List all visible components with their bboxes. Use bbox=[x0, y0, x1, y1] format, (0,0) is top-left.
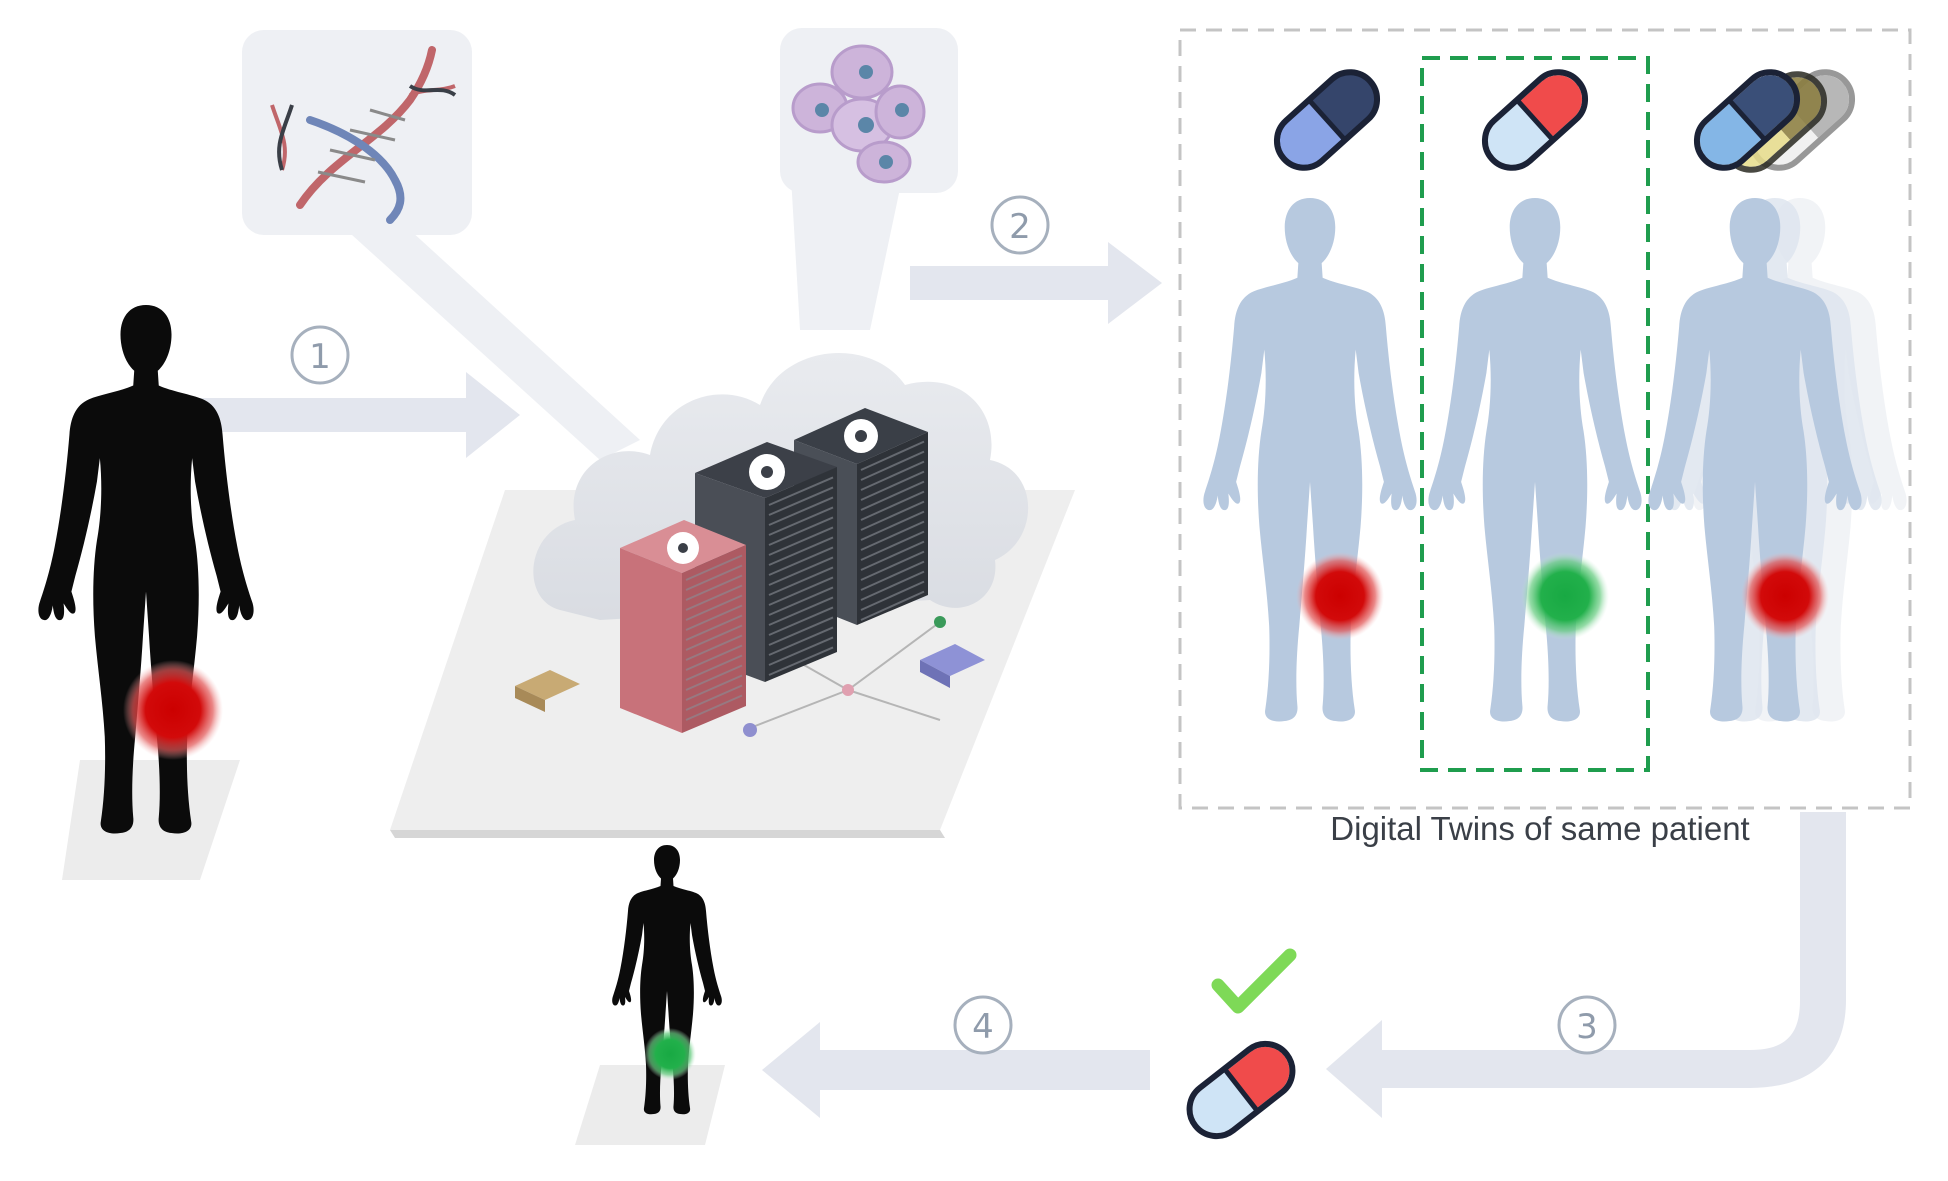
disease-marker bbox=[123, 660, 223, 760]
disease-marker bbox=[1296, 552, 1384, 640]
server-rack-line bbox=[768, 536, 834, 566]
server-rack-line bbox=[768, 576, 834, 606]
server-rack-line bbox=[685, 644, 743, 671]
twins-frame bbox=[1178, 28, 1912, 810]
server-rack-line bbox=[860, 550, 925, 581]
step-2-label: 2 bbox=[1009, 207, 1031, 247]
cells-callout-beam bbox=[790, 160, 905, 330]
server-rack-line bbox=[768, 526, 834, 556]
selected-treatment bbox=[1179, 948, 1304, 1147]
chip-icon bbox=[515, 670, 580, 700]
server-rack-line bbox=[685, 684, 743, 711]
server-rack-line bbox=[768, 636, 834, 666]
server-rack-line bbox=[860, 540, 925, 571]
server-rack-line bbox=[860, 490, 925, 521]
digital-twins-panel: Digital Twins of same patient bbox=[1178, 28, 1912, 847]
server-rack-line bbox=[860, 520, 925, 551]
server-rack-line bbox=[685, 604, 743, 631]
server-rack-line bbox=[768, 486, 834, 516]
step-1-marker: 1 bbox=[290, 325, 350, 385]
step-3-label: 3 bbox=[1576, 1007, 1598, 1047]
server-rack-line bbox=[685, 624, 743, 651]
server-rack-line bbox=[685, 654, 743, 681]
server-rack-line bbox=[860, 450, 925, 481]
server-rack-line bbox=[768, 546, 834, 576]
pill-icon bbox=[1474, 61, 1596, 179]
healthy-marker bbox=[644, 1028, 696, 1080]
server-rack-line bbox=[860, 570, 925, 601]
arrow-4 bbox=[762, 1022, 1150, 1118]
arrow-2 bbox=[910, 242, 1162, 324]
server-rack-line bbox=[685, 694, 743, 721]
server-rack-line bbox=[860, 480, 925, 511]
server-rack-line bbox=[768, 496, 834, 526]
server-rack-line bbox=[768, 516, 834, 546]
server-rack-line bbox=[685, 594, 743, 621]
step-2-marker: 2 bbox=[990, 195, 1050, 255]
patient-platform bbox=[62, 760, 240, 880]
arrow-3 bbox=[1326, 812, 1846, 1118]
server-tower-icon bbox=[620, 520, 746, 733]
step-1-label: 1 bbox=[309, 337, 331, 377]
server-rack-line bbox=[685, 674, 743, 701]
server-rack-line bbox=[768, 616, 834, 646]
chip-icon bbox=[920, 644, 985, 676]
server-rack-line bbox=[860, 590, 925, 621]
server-rack-line bbox=[860, 530, 925, 561]
server-rack-line bbox=[860, 460, 925, 491]
patient-after bbox=[575, 845, 725, 1145]
server-rack-line bbox=[860, 440, 925, 471]
server-rack-line bbox=[768, 566, 834, 596]
server-rack-line bbox=[768, 646, 834, 676]
step-4-marker: 4 bbox=[953, 995, 1013, 1055]
server-rack-line bbox=[768, 596, 834, 626]
twin-3 bbox=[1648, 61, 1907, 722]
healthy-marker bbox=[1521, 552, 1609, 640]
server-rack-line bbox=[685, 614, 743, 641]
cloud-server-icon bbox=[330, 160, 1075, 838]
server-rack-line bbox=[768, 506, 834, 536]
server-rack-line bbox=[768, 586, 834, 616]
server-rack-line bbox=[685, 584, 743, 611]
server-rack-line bbox=[685, 564, 743, 591]
pill-icon bbox=[1179, 1033, 1304, 1147]
server-rack-line bbox=[768, 626, 834, 656]
patient-silhouette-icon bbox=[38, 305, 254, 834]
server-rack-line bbox=[768, 556, 834, 586]
dna-callout-beam bbox=[330, 215, 640, 460]
patient-before bbox=[38, 305, 254, 880]
server-rack-line bbox=[860, 500, 925, 531]
dna-icon bbox=[242, 30, 472, 235]
server-rack-line bbox=[860, 470, 925, 501]
server-rack-line bbox=[685, 554, 743, 581]
server-rack-line bbox=[860, 560, 925, 591]
step-4-label: 4 bbox=[972, 1007, 994, 1047]
step-3-marker: 3 bbox=[1557, 995, 1617, 1055]
twin-silhouette-icon bbox=[1203, 198, 1417, 722]
server-rack-line bbox=[685, 634, 743, 661]
selected-twin-frame bbox=[1420, 56, 1650, 772]
server-rack-line bbox=[685, 664, 743, 691]
twins-caption: Digital Twins of same patient bbox=[1330, 810, 1749, 847]
twin-silhouette-icon bbox=[1428, 198, 1642, 722]
twin-1 bbox=[1203, 61, 1417, 722]
cells-icon bbox=[780, 28, 958, 193]
disease-marker bbox=[1741, 552, 1829, 640]
server-rack-line bbox=[860, 510, 925, 541]
server-rack-line bbox=[768, 606, 834, 636]
server-rack-line bbox=[685, 574, 743, 601]
server-rack-line bbox=[768, 476, 834, 506]
twin-2 bbox=[1428, 61, 1642, 722]
checkmark-icon bbox=[1211, 948, 1297, 1014]
pill-icon bbox=[1266, 61, 1388, 179]
server-rack-line bbox=[860, 580, 925, 611]
